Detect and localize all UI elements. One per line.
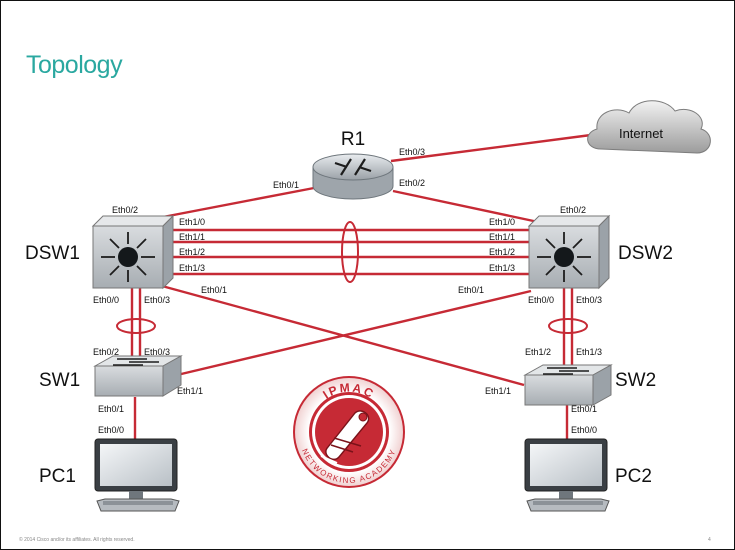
scroll-emblem-icon [320, 410, 370, 464]
link-dsw2-sw1-cross [176, 289, 532, 377]
logo-top-text: IPMAC [320, 380, 377, 401]
link-r1-dsw2 [392, 189, 558, 228]
port-label: Eth0/3 [144, 295, 170, 305]
link-r1-internet [390, 133, 592, 163]
port-label: Eth0/2 [93, 347, 119, 357]
port-label: Eth0/1 [458, 285, 484, 295]
pc-icon-pc2: PC2 [524, 438, 652, 512]
port-label: Eth0/0 [98, 425, 124, 435]
port-label: Eth1/1 [177, 386, 203, 396]
port-label: Eth0/0 [93, 295, 119, 305]
etherchannel-oval-dsw2-sw2 [548, 318, 588, 334]
switch-icon-sw1: SW1 [39, 355, 183, 397]
port-label: Eth1/3 [179, 263, 205, 273]
pc2-label: PC2 [615, 466, 652, 487]
port-label: Eth0/0 [571, 425, 597, 435]
etherchannel-oval-dsw [341, 221, 359, 283]
ipmac-logo: IPMAC NETWORKING ACADEMY [293, 376, 405, 488]
port-label: Eth0/1 [98, 404, 124, 414]
port-label: Eth1/1 [485, 386, 511, 396]
port-label: Eth1/3 [576, 347, 602, 357]
port-label: Eth0/2 [112, 205, 138, 215]
multilayer-switch-icon-dsw1: DSW1 [25, 214, 175, 290]
multilayer-switch-icon-dsw2: DSW2 [527, 214, 673, 290]
port-label: Eth1/1 [489, 232, 515, 242]
sw2-label: SW2 [615, 370, 656, 391]
router-icon: R1 [312, 129, 394, 200]
internet-cloud-icon: Internet [587, 100, 711, 154]
port-label: Eth0/3 [144, 347, 170, 357]
port-label: Eth0/1 [201, 285, 227, 295]
internet-label: Internet [619, 126, 663, 141]
r1-label: R1 [341, 129, 365, 150]
links [110, 133, 592, 441]
page-number: 4 [708, 537, 711, 543]
page-title: Topology [26, 51, 123, 79]
port-label: Eth0/0 [528, 295, 554, 305]
pc-icon-pc1: PC1 [39, 438, 180, 512]
switch-icon-sw2: SW2 [523, 364, 656, 406]
etherchannel-oval-dsw1-sw1 [116, 318, 156, 334]
port-label: Eth0/2 [560, 205, 586, 215]
port-label: Eth0/3 [576, 295, 602, 305]
sw1-label: SW1 [39, 370, 80, 391]
port-label: Eth0/1 [273, 180, 299, 190]
pc1-label: PC1 [39, 466, 76, 487]
port-labels: Eth0/3 Eth0/1 Eth0/2 Eth0/2 Eth1/0 Eth1/… [93, 147, 602, 435]
dsw1-label: DSW1 [25, 243, 80, 264]
link-dsw1-sw2-cross [150, 281, 525, 387]
port-label: Eth1/2 [489, 247, 515, 257]
port-label: Eth0/2 [399, 178, 425, 188]
port-label: Eth1/2 [179, 247, 205, 257]
port-label: Eth1/1 [179, 232, 205, 242]
port-label: Eth0/1 [571, 404, 597, 414]
port-label: Eth1/0 [489, 217, 515, 227]
port-label: Eth1/0 [179, 217, 205, 227]
port-label: Eth0/3 [399, 147, 425, 157]
dsw2-label: DSW2 [618, 243, 673, 264]
copyright-footer: © 2014 Cisco and/or its affiliates. All … [19, 537, 135, 543]
port-label: Eth1/3 [489, 263, 515, 273]
port-label: Eth1/2 [525, 347, 551, 357]
